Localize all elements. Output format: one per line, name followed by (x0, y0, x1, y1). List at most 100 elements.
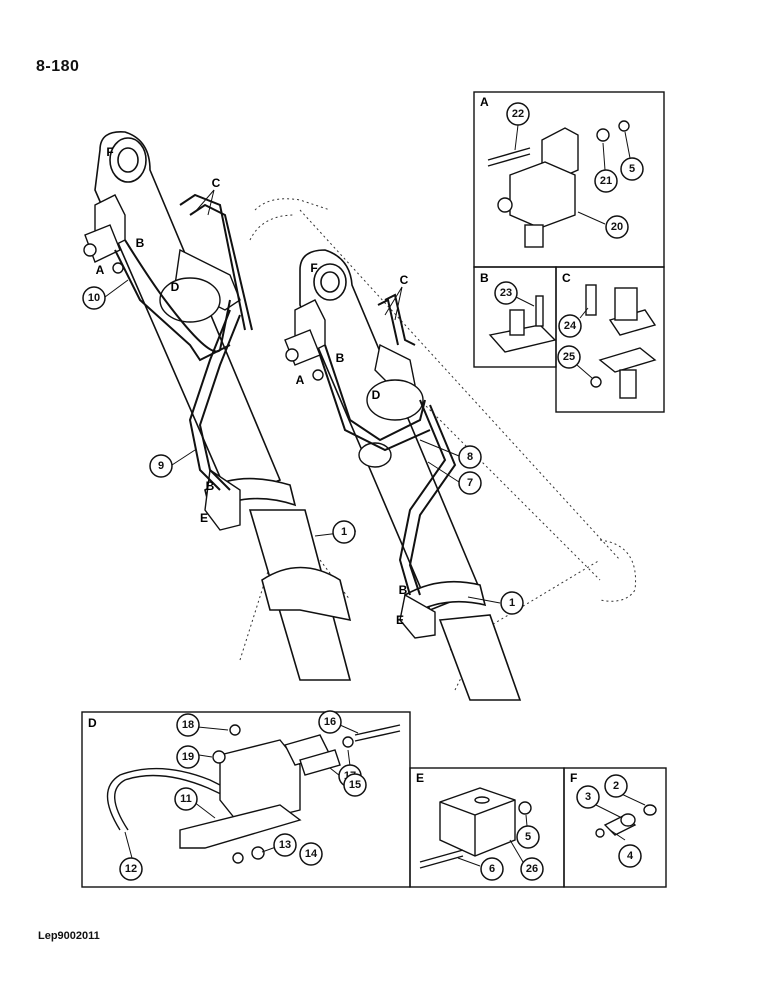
document-reference: Lep9002011 (38, 930, 100, 942)
svg-text:B: B (206, 479, 215, 493)
callout-13: 13 (273, 833, 297, 857)
page-number: 8-180 (36, 58, 80, 75)
svg-text:18: 18 (182, 719, 194, 731)
callout-21: 21 (594, 169, 618, 193)
callout-1-right: 1 (500, 591, 524, 615)
right-lift-cylinder (299, 249, 522, 701)
panel-e-callouts: 5 6 26 (480, 825, 544, 881)
panel-c-parts (585, 284, 657, 399)
callout-7: 7 (458, 471, 482, 495)
panel-a-letter: A (480, 95, 489, 109)
panel-e-letter: E (416, 771, 424, 785)
panel-e-parts (419, 787, 532, 869)
svg-text:22: 22 (512, 108, 524, 120)
left-valve-assembly (83, 194, 241, 531)
callout-9: 9 (149, 454, 173, 478)
svg-text:E: E (200, 511, 208, 525)
svg-text:D: D (372, 388, 381, 402)
callout-1-left: 1 (332, 520, 356, 544)
svg-text:24: 24 (564, 320, 577, 332)
panel-a-callouts: 22 21 5 20 (506, 102, 644, 239)
callout-22: 22 (506, 102, 530, 126)
svg-text:13: 13 (279, 839, 291, 851)
panel-b-leader (515, 296, 535, 307)
svg-text:A: A (296, 373, 305, 387)
callout-16: 16 (318, 710, 342, 734)
svg-text:C: C (212, 176, 221, 190)
svg-text:F: F (106, 145, 113, 159)
svg-text:8: 8 (467, 451, 473, 463)
main-callouts: 10 9 1 8 7 1 (82, 286, 524, 615)
svg-text:23: 23 (500, 287, 512, 299)
panel-f-callouts: 2 3 4 (576, 774, 642, 868)
callout-26: 26 (520, 857, 544, 881)
svg-text:20: 20 (611, 221, 623, 233)
svg-text:B: B (336, 351, 345, 365)
callout-25: 25 (557, 345, 581, 369)
svg-text:6: 6 (489, 863, 495, 875)
svg-text:B: B (136, 236, 145, 250)
callout-20: 20 (605, 215, 629, 239)
svg-text:14: 14 (305, 848, 318, 860)
callout-14: 14 (299, 842, 323, 866)
svg-text:16: 16 (324, 716, 336, 728)
svg-text:19: 19 (182, 751, 194, 763)
panel-b-letter: B (480, 271, 489, 285)
svg-text:D: D (171, 280, 180, 294)
right-valve-assembly (284, 299, 436, 639)
callout-11: 11 (174, 787, 198, 811)
callout-2: 2 (604, 774, 628, 798)
svg-text:1: 1 (509, 597, 515, 609)
panel-a-leaders (514, 124, 631, 225)
callout-10: 10 (82, 286, 106, 310)
main-view-letters: F C B A D B E F C B A D B E (96, 145, 409, 627)
panel-e-leaders (457, 814, 528, 867)
svg-text:9: 9 (158, 460, 164, 472)
svg-text:E: E (396, 613, 404, 627)
callout-19: 19 (176, 745, 200, 769)
panel-d-parts (106, 724, 401, 864)
detail-panel-f (563, 767, 667, 888)
panel-c-letter: C (562, 271, 571, 285)
svg-text:10: 10 (88, 292, 100, 304)
panel-c-callouts: 24 25 (557, 314, 582, 369)
right-hydraulic-pipes (319, 293, 457, 596)
callout-15-visible: 15 (343, 773, 367, 797)
panel-c-leaders (576, 307, 593, 379)
callout-18: 18 (176, 713, 200, 737)
svg-text:2: 2 (613, 780, 619, 792)
callout-8: 8 (458, 445, 482, 469)
svg-text:26: 26 (526, 863, 538, 875)
svg-text:F: F (310, 261, 317, 275)
callout-6: 6 (480, 857, 504, 881)
svg-text:3: 3 (585, 791, 591, 803)
svg-text:12: 12 (125, 863, 137, 875)
panel-f-parts (595, 804, 657, 838)
panel-b-parts (488, 295, 557, 353)
panel-d-letter: D (88, 716, 97, 730)
panel-f-letter: F (570, 771, 577, 785)
svg-text:4: 4 (627, 850, 634, 862)
svg-text:A: A (96, 263, 105, 277)
callout-3: 3 (576, 785, 600, 809)
callout-5e: 5 (516, 825, 540, 849)
callout-12: 12 (119, 857, 143, 881)
panel-d-callouts: 18 19 16 17 15 11 12 13 14 (119, 710, 367, 881)
svg-text:25: 25 (563, 351, 575, 363)
svg-text:5: 5 (629, 163, 635, 175)
svg-text:11: 11 (180, 793, 192, 805)
callout-4: 4 (618, 844, 642, 868)
svg-text:B: B (399, 583, 408, 597)
svg-text:5: 5 (525, 831, 531, 843)
callout-5a: 5 (620, 157, 644, 181)
left-hydraulic-pipes (114, 193, 253, 491)
callout-23: 23 (494, 281, 518, 305)
svg-text:21: 21 (600, 175, 612, 187)
solenoid-valve (487, 120, 630, 248)
svg-text:1: 1 (341, 526, 347, 538)
detail-panel-abc (473, 91, 665, 413)
svg-text:7: 7 (467, 477, 473, 489)
svg-text:15: 15 (349, 779, 361, 791)
callout-24: 24 (558, 314, 582, 338)
